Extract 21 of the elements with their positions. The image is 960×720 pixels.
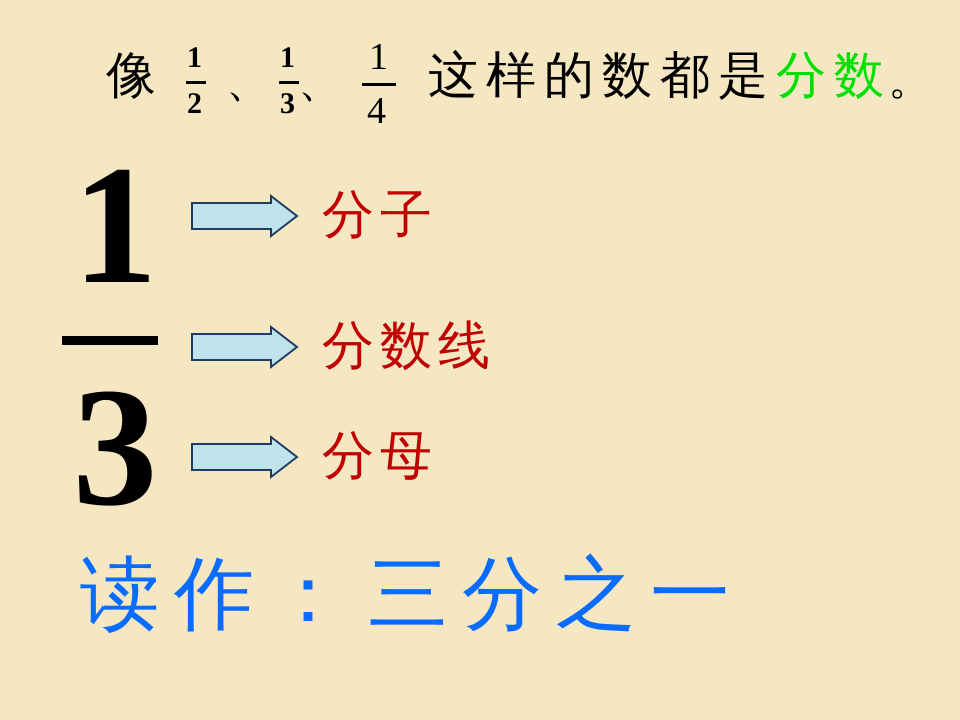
fraction-bar	[62, 336, 158, 345]
word: 像	[106, 50, 156, 100]
numeral: 4	[367, 92, 386, 130]
term-label: 分子	[300, 190, 438, 242]
punctuation: 、	[226, 60, 270, 104]
term-label: 分母	[300, 431, 438, 483]
reading-label: 读作：	[80, 555, 362, 635]
reading-text: 三分之一	[368, 555, 744, 635]
denominator-numeral: 3	[40, 372, 190, 522]
numeral: 1	[280, 43, 295, 73]
numeral: 1	[187, 43, 202, 73]
numeral: 3	[280, 89, 295, 119]
punctuation: 、	[298, 60, 342, 104]
numeral: 1	[369, 38, 388, 76]
block-arrow	[191, 194, 299, 238]
block-arrow	[191, 434, 299, 480]
block-arrow	[191, 324, 299, 370]
term-label: 分数线	[300, 321, 496, 373]
sentence-text: 这样的数都是	[428, 50, 776, 100]
numerator-numeral: 1	[40, 150, 190, 300]
numeral: 2	[187, 89, 202, 119]
